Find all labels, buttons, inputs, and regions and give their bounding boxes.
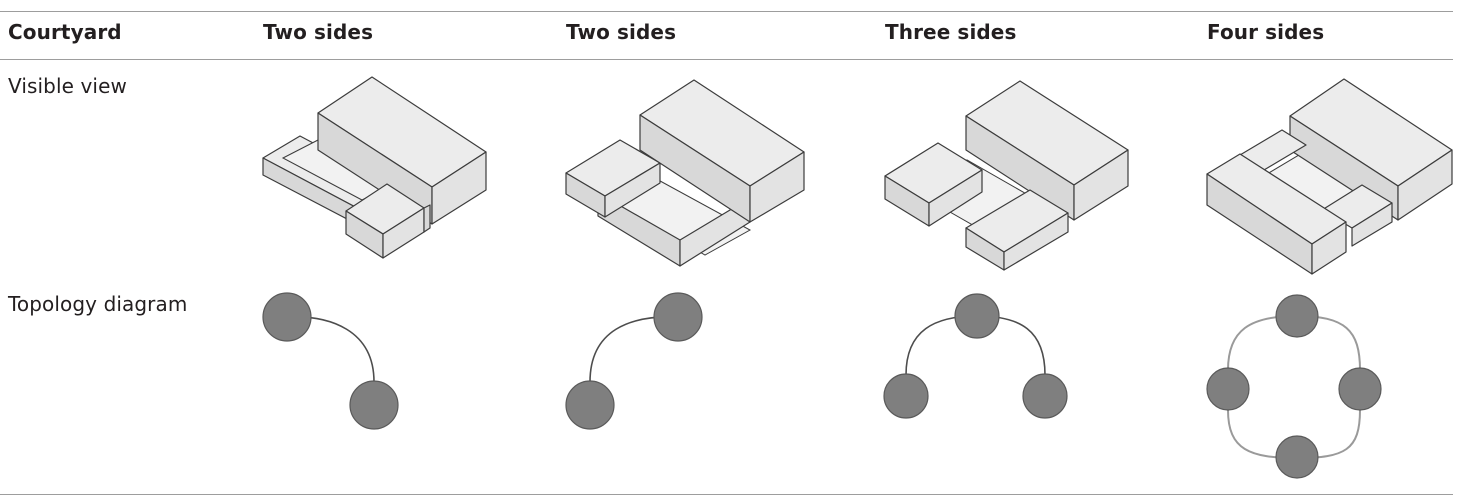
topology-two-sides-b bbox=[565, 292, 703, 430]
row-label-topology-diagram: Topology diagram bbox=[8, 292, 188, 316]
topology-node-icon bbox=[1275, 294, 1319, 338]
topology-node-icon bbox=[1275, 435, 1319, 479]
table-top-rule bbox=[0, 11, 1453, 12]
header-three-sides: Three sides bbox=[885, 20, 1017, 44]
topology-node-icon bbox=[262, 292, 312, 342]
header-courtyard: Courtyard bbox=[8, 20, 122, 44]
topology-node-icon bbox=[653, 292, 703, 342]
header-four-sides: Four sides bbox=[1207, 20, 1325, 44]
topology-node-icon bbox=[1206, 367, 1250, 411]
topology-three-sides bbox=[883, 293, 1068, 419]
topology-node-icon bbox=[1022, 373, 1068, 419]
topology-node-icon bbox=[1338, 367, 1382, 411]
topology-node-icon bbox=[954, 293, 1000, 339]
header-two-sides-b: Two sides bbox=[566, 20, 677, 44]
visible-view-four-sides bbox=[1206, 78, 1453, 275]
visible-view-two-sides-a bbox=[262, 76, 487, 259]
visible-view-three-sides bbox=[884, 80, 1129, 271]
topology-node-icon bbox=[349, 380, 399, 430]
topology-node-icon bbox=[565, 380, 615, 430]
visible-view-two-sides-b bbox=[565, 79, 805, 267]
topology-four-sides bbox=[1206, 294, 1382, 479]
table-header-rule bbox=[0, 59, 1453, 60]
row-label-visible-view: Visible view bbox=[8, 74, 127, 98]
header-two-sides-a: Two sides bbox=[263, 20, 374, 44]
topology-two-sides-a bbox=[262, 292, 399, 430]
table-bottom-rule bbox=[0, 494, 1453, 495]
topology-node-icon bbox=[883, 373, 929, 419]
